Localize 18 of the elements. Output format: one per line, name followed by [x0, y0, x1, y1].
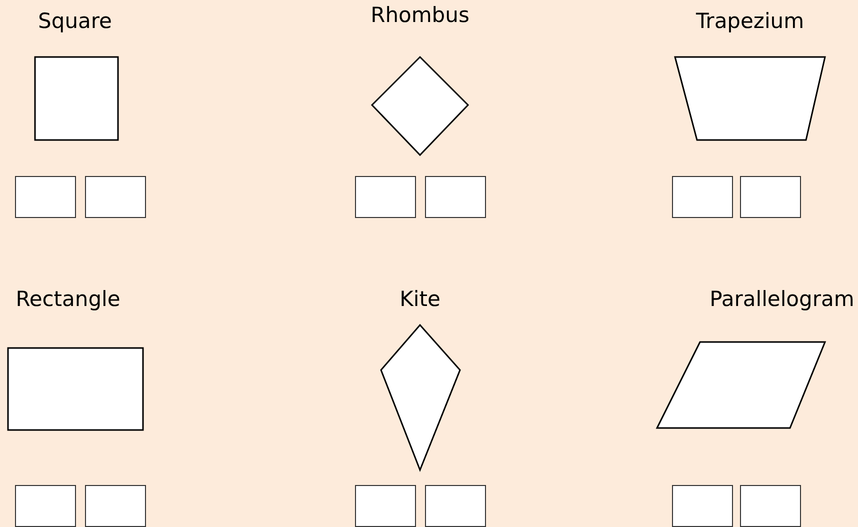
- shape-name: Square: [38, 8, 112, 34]
- shape-name: Trapezium: [696, 8, 804, 34]
- answer-box: [740, 485, 801, 527]
- answer-box: [85, 176, 146, 218]
- answer-box: [425, 176, 486, 218]
- shape-name: Rhombus: [370, 2, 470, 28]
- answer-box: [85, 485, 146, 527]
- shape-name: Rectangle: [16, 286, 120, 312]
- answer-box: [425, 485, 486, 527]
- shape-name: Kite: [400, 286, 440, 312]
- shape-name: Parallelogram: [710, 286, 854, 312]
- answer-box: [355, 485, 416, 527]
- answer-box: [15, 485, 76, 527]
- answer-box: [355, 176, 416, 218]
- answer-box: [672, 485, 733, 527]
- answer-box: [15, 176, 76, 218]
- answer-box: [740, 176, 801, 218]
- answer-box: [672, 176, 733, 218]
